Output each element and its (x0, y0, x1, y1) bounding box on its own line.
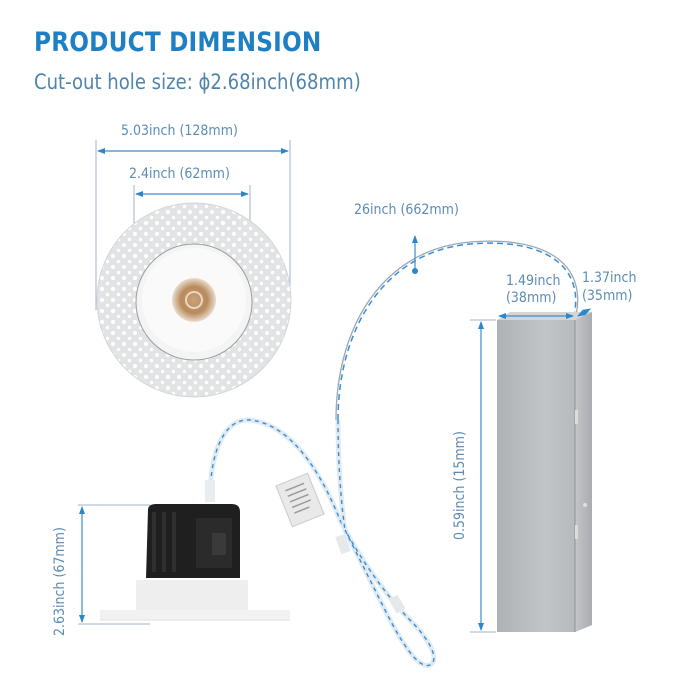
trim-diameter-label: 5.03inch (128mm) (121, 123, 238, 139)
cable-length-label: 26inch (662mm) (354, 202, 459, 218)
junction-box (497, 312, 592, 632)
cable-length-indicator (335, 235, 579, 421)
power-cable (205, 417, 437, 668)
cutout-size-label: Cut-out hole size: ϕ2.68inch(68mm) (34, 70, 361, 94)
lens-diameter-label: 2.4inch (62mm) (129, 166, 230, 182)
box-width-mm-label: (38mm) (506, 290, 557, 306)
box-width-dimension (498, 308, 591, 319)
box-height-dimension (470, 319, 496, 633)
page-title: PRODUCT DIMENSION (34, 27, 322, 58)
box-height-label: 0.59inch (15mm) (452, 431, 468, 540)
box-width-label: 1.49inch (506, 273, 561, 289)
light-height-label: 2.63inch (67mm) (52, 527, 68, 636)
box-depth-label: 1.37inch (582, 270, 637, 286)
box-depth-mm-label: (35mm) (582, 288, 633, 304)
light-top-view (96, 202, 292, 398)
trim-diameter-dimension (95, 140, 291, 310)
light-side-view (78, 504, 290, 625)
cable-label-tag (275, 472, 325, 528)
